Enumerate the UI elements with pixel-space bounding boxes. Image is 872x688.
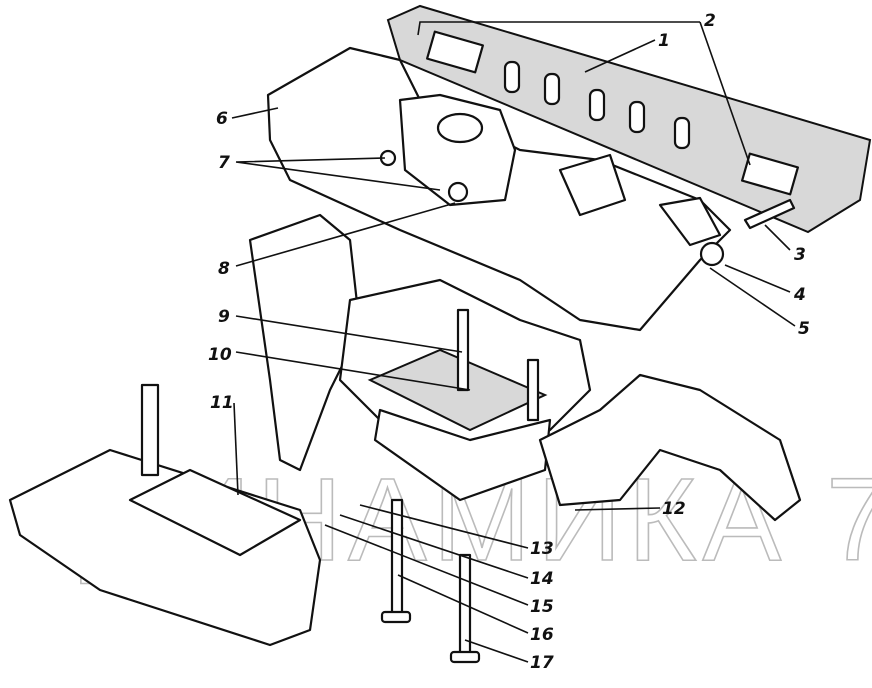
exhaust-manifold bbox=[266, 46, 732, 332]
label-17: 17 bbox=[530, 653, 554, 673]
label-5: 5 bbox=[798, 319, 810, 339]
heat-shield bbox=[8, 383, 322, 647]
label-8: 8 bbox=[218, 259, 230, 279]
label-15: 15 bbox=[530, 597, 554, 617]
stud bbox=[743, 198, 796, 230]
label-12: 12 bbox=[662, 499, 686, 519]
label-16: 16 bbox=[530, 625, 554, 645]
manifold-gasket bbox=[386, 4, 872, 234]
label-6: 6 bbox=[216, 109, 228, 129]
label-9: 9 bbox=[218, 307, 230, 327]
label-13: 13 bbox=[530, 539, 554, 559]
leader-lines bbox=[231, 21, 796, 663]
label-1: 1 bbox=[658, 31, 670, 51]
intake-manifold bbox=[248, 213, 802, 522]
label-7: 7 bbox=[218, 153, 230, 173]
label-10: 10 bbox=[208, 345, 232, 365]
label-3: 3 bbox=[794, 245, 806, 265]
label-4: 4 bbox=[793, 285, 806, 305]
label-14: 14 bbox=[530, 569, 554, 589]
label-11: 11 bbox=[210, 393, 234, 413]
label-2: 2 bbox=[704, 11, 716, 31]
